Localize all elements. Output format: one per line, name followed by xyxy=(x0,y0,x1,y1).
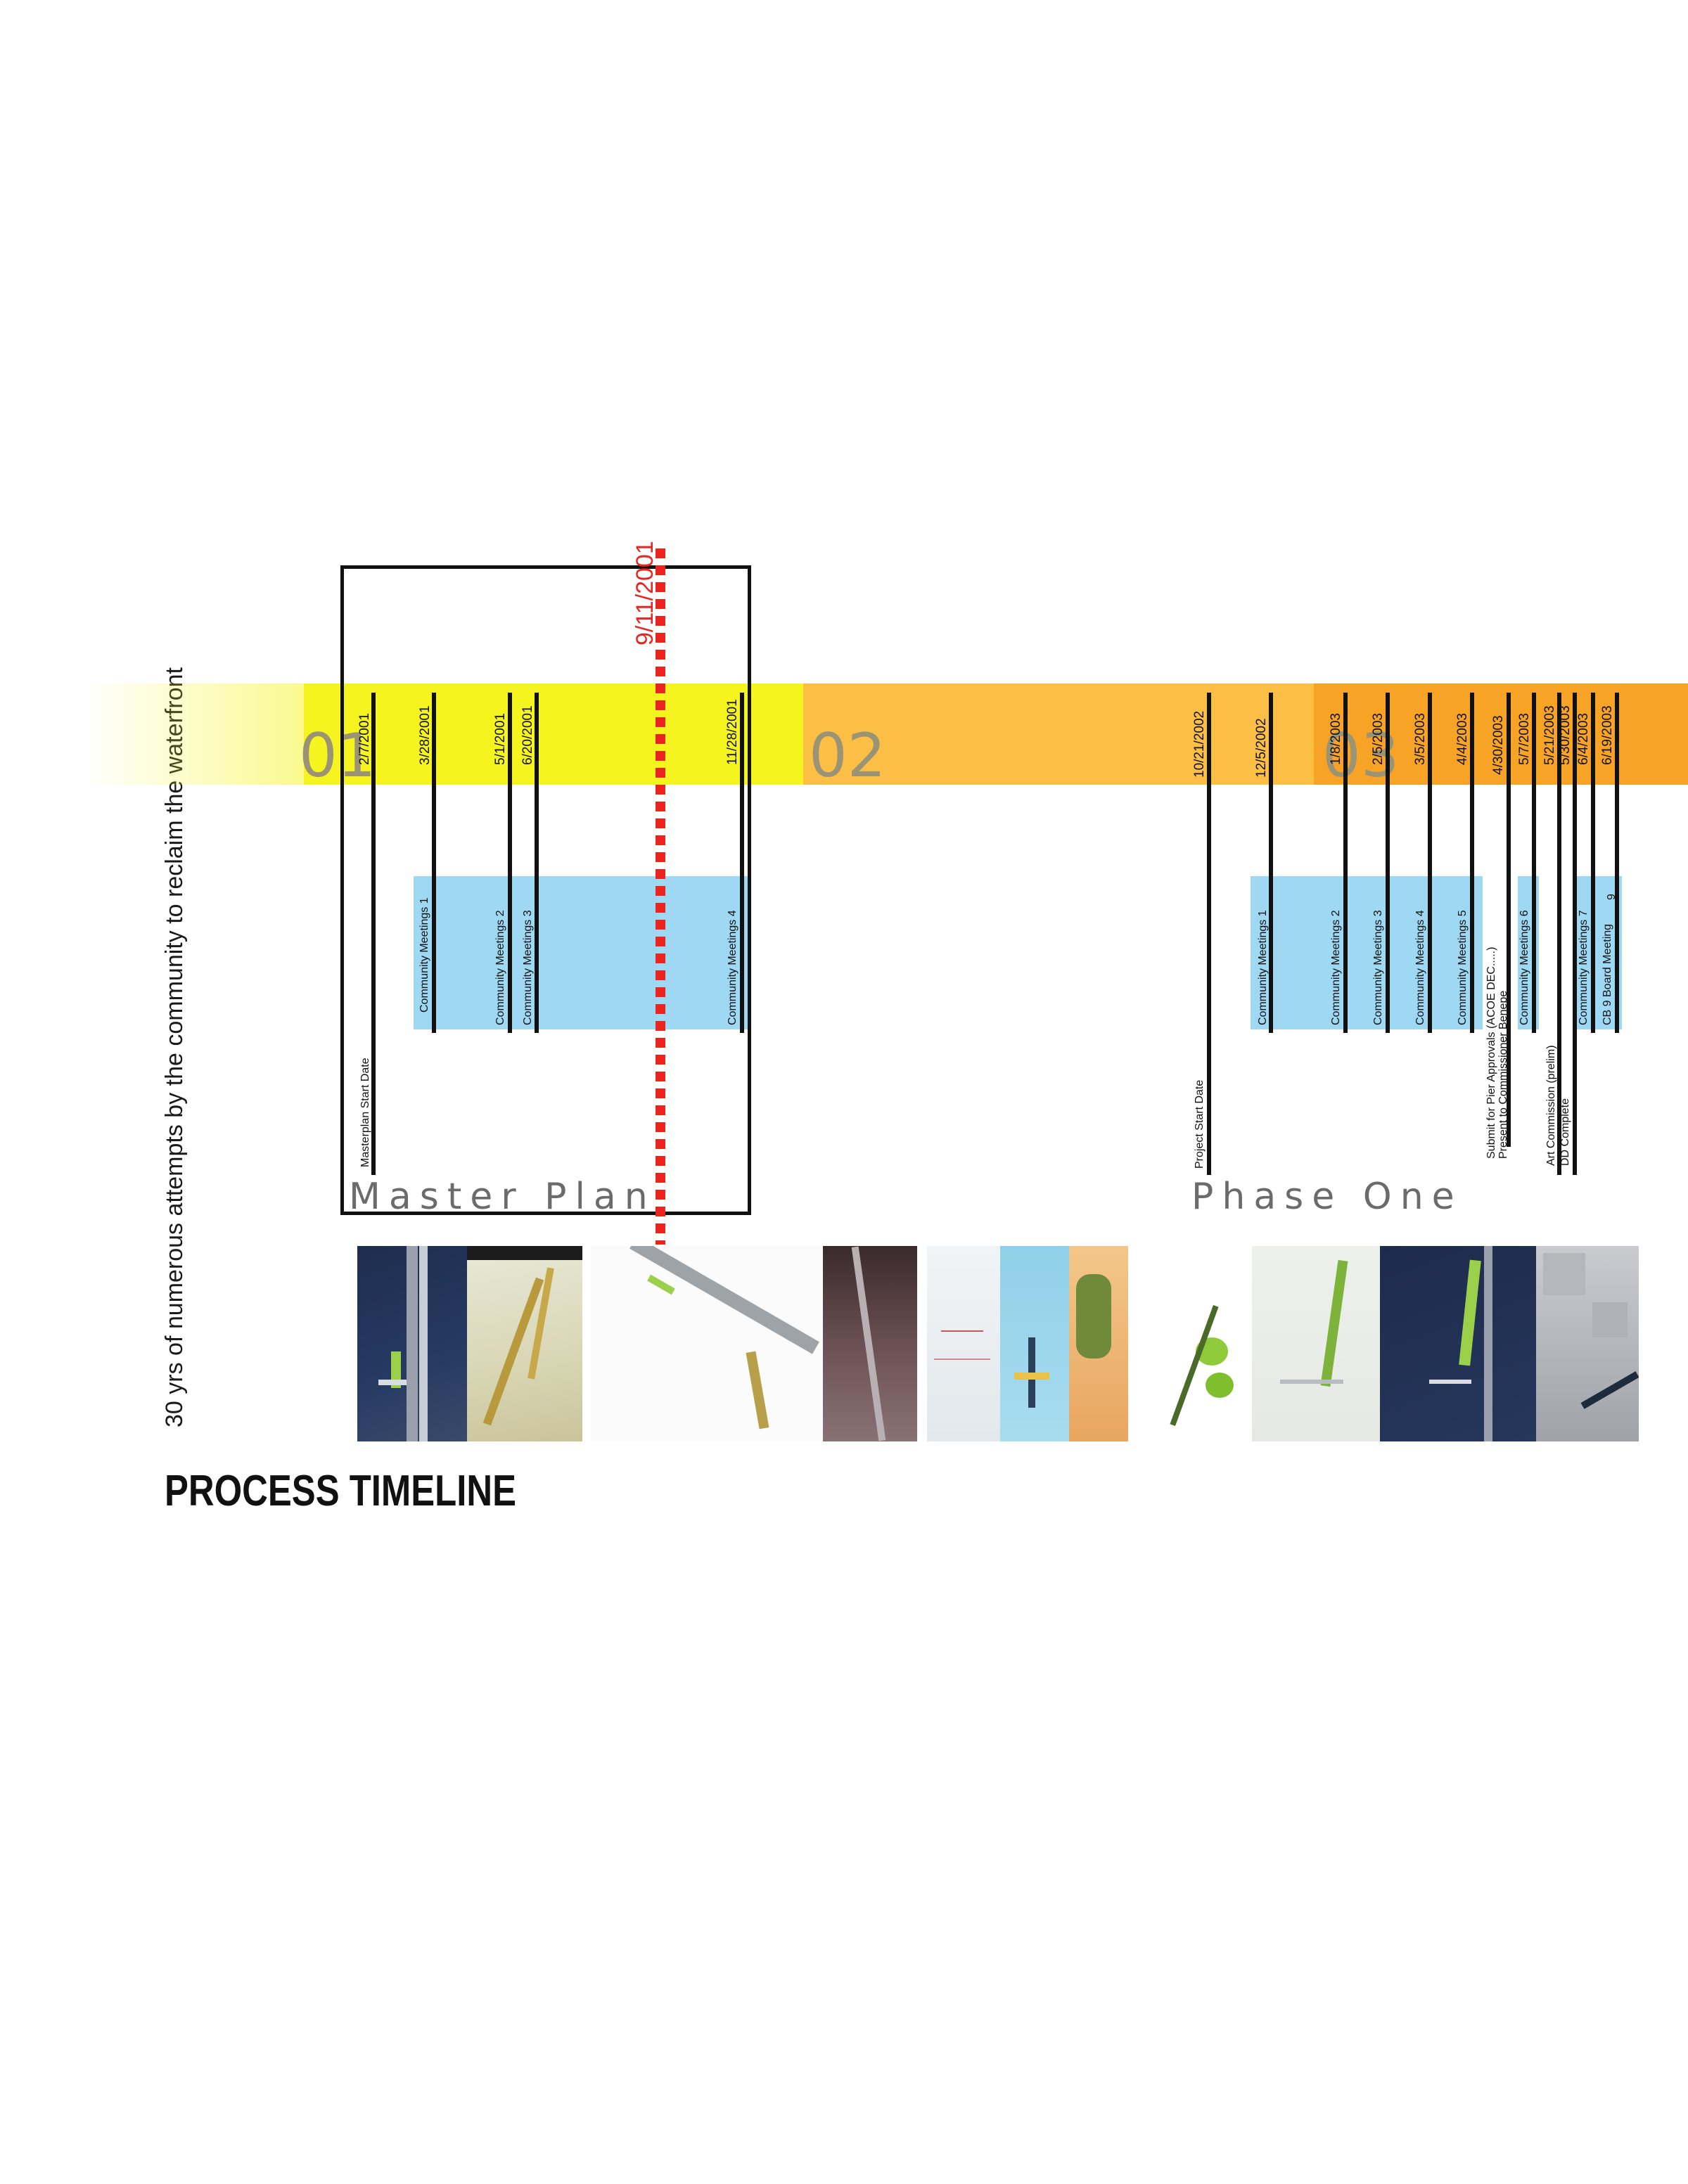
community-meeting-label: Community Meetings 7 xyxy=(1578,910,1590,1025)
red-dashed-line xyxy=(656,548,665,1245)
cb9-number-label: 9 xyxy=(1606,894,1618,900)
master-plan-label: Master Plan xyxy=(349,1176,656,1218)
rendering-image xyxy=(591,1246,823,1441)
dd-complete-label: DD Complete xyxy=(1559,1098,1571,1166)
tick-5-1-2001 xyxy=(508,693,512,1033)
date-label: 6/4/2003 xyxy=(1576,713,1591,765)
date-label: 11/28/2001 xyxy=(725,699,740,765)
collage-image xyxy=(1000,1246,1069,1441)
tick-6-4-2003 xyxy=(1591,693,1595,1033)
tick-5-7-2003 xyxy=(1532,693,1536,1033)
date-label: 4/4/2003 xyxy=(1455,713,1470,765)
final-site-plan-image xyxy=(1380,1246,1536,1441)
phase-01-band xyxy=(304,683,803,785)
date-label: 5/7/2003 xyxy=(1517,713,1532,765)
tick-6-19-2003 xyxy=(1615,693,1619,1033)
tick-4-4-2003 xyxy=(1470,693,1474,1033)
phase-01-fade-band xyxy=(84,683,304,785)
date-label: 4/30/2003 xyxy=(1491,715,1506,775)
context-map-image xyxy=(1536,1246,1639,1441)
tick-11-28-2001 xyxy=(740,693,744,1033)
tick-1-8-2003 xyxy=(1343,693,1348,1033)
project-start-label: Project Start Date xyxy=(1194,1079,1206,1169)
date-label: 6/19/2003 xyxy=(1600,705,1615,765)
date-label: 1/8/2003 xyxy=(1329,713,1343,765)
green-sketch-image xyxy=(1128,1246,1252,1441)
pier-plan-image xyxy=(1252,1246,1380,1441)
date-label: 2/5/2003 xyxy=(1371,713,1386,765)
tick-3-5-2003 xyxy=(1428,693,1432,1033)
cb9-board-meeting-label: CB 9 Board Meeting xyxy=(1601,923,1613,1025)
tick-4-30-2003 xyxy=(1507,693,1511,1147)
community-meeting-label: Community Meetings 4 xyxy=(1414,910,1426,1025)
date-label: 6/20/2001 xyxy=(520,705,535,765)
phase-03-band xyxy=(1314,683,1688,785)
site-plan-image xyxy=(357,1246,467,1441)
date-label: 5/1/2001 xyxy=(493,713,508,765)
phase-one-meetings-block-c xyxy=(1573,876,1622,1029)
date-label: 10/21/2002 xyxy=(1192,710,1207,778)
tick-2-5-2003 xyxy=(1386,693,1390,1033)
tick-5-21-2003 xyxy=(1557,693,1561,1175)
community-meeting-label: Community Meetings 6 xyxy=(1518,910,1530,1025)
community-meeting-label: Community Meetings 2 xyxy=(1330,910,1342,1025)
page-title: PROCESS TIMELINE xyxy=(165,1467,516,1515)
tick-2-7-2001 xyxy=(371,693,376,1175)
community-meeting-label: Community Meetings 3 xyxy=(1372,910,1384,1025)
community-meeting-label: Community Meetings 5 xyxy=(1457,910,1469,1025)
community-meeting-label: Community Meetings 1 xyxy=(1257,910,1269,1025)
phase-one-meetings-block-a xyxy=(1251,876,1483,1029)
date-label: 3/5/2003 xyxy=(1413,713,1428,765)
tick-6-20-2001 xyxy=(535,693,539,1033)
date-label: 12/5/2002 xyxy=(1254,718,1269,778)
date-label: 5/21/2003 xyxy=(1542,705,1557,765)
landscape-plan-image xyxy=(1069,1246,1128,1441)
date-label: 5/30/2003 xyxy=(1558,705,1573,765)
masterplan-meetings-block xyxy=(414,876,750,1029)
aerial-photo-image xyxy=(823,1246,917,1441)
commissioner-label: Present to Commissioner Benepe xyxy=(1497,990,1509,1159)
master-plan-frame xyxy=(340,565,751,1215)
tick-10-21-2002 xyxy=(1207,693,1211,1175)
phase-01-number: 01 xyxy=(299,721,376,791)
model-photo-image xyxy=(467,1246,582,1441)
sketch-image xyxy=(927,1246,1000,1441)
date-label: 3/28/2001 xyxy=(418,705,433,765)
phase-02-number: 02 xyxy=(809,721,886,791)
community-meeting-label: Community Meetings 3 xyxy=(522,910,534,1025)
event-911-label: 9/11/2001 xyxy=(632,541,658,645)
tick-5-30-2003 xyxy=(1573,693,1577,1175)
phase-one-label: Phase One xyxy=(1191,1176,1463,1218)
community-meeting-label: Community Meetings 2 xyxy=(494,910,506,1025)
date-label: 2/7/2001 xyxy=(357,713,372,765)
tick-3-28-2001 xyxy=(432,693,436,1033)
phase-02-band xyxy=(803,683,1314,785)
art-commission-label: Art Commission (prelim) xyxy=(1545,1045,1557,1166)
community-meeting-label: Community Meetings 1 xyxy=(418,897,430,1013)
tick-12-5-2002 xyxy=(1269,693,1273,1033)
masterplan-start-label: Masterplan Start Date xyxy=(359,1058,371,1167)
community-meeting-label: Community Meetings 4 xyxy=(727,910,738,1025)
